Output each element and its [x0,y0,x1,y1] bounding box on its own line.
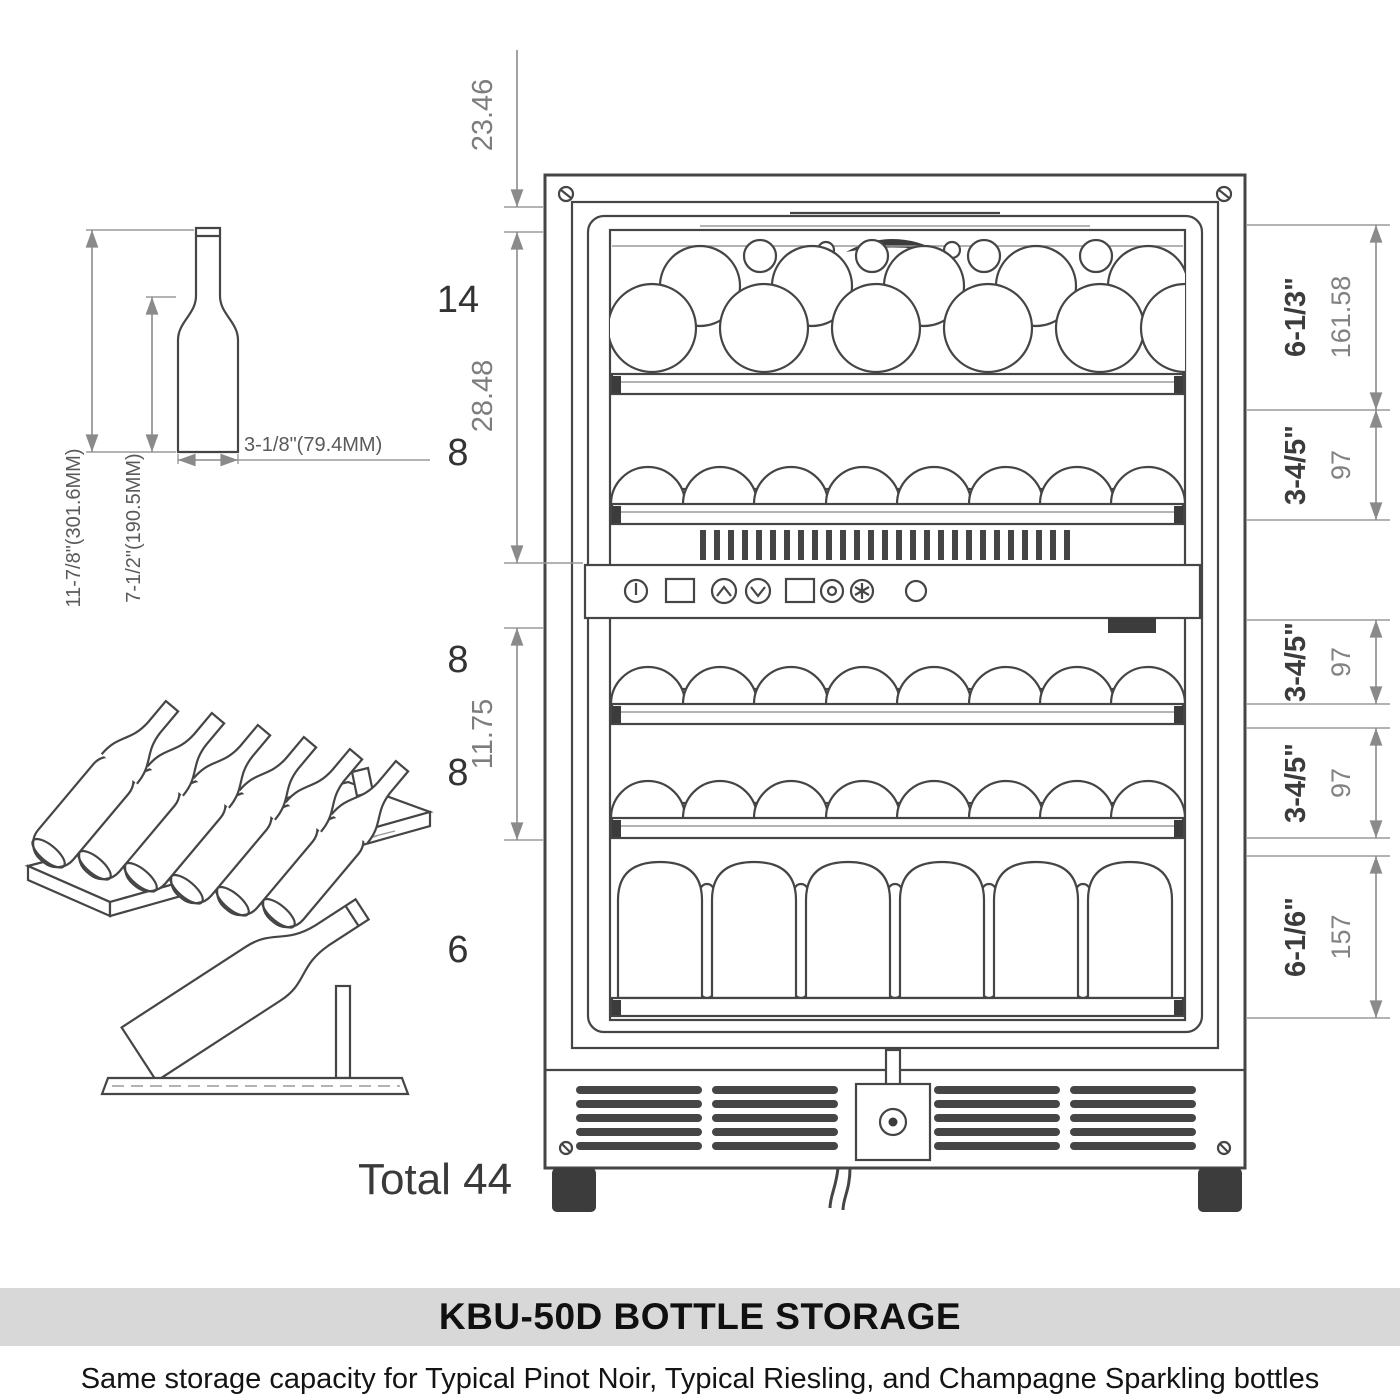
display-screen-icon [664,577,696,604]
diagram-title: KBU-50D BOTTLE STORAGE [439,1296,961,1337]
shelf-3 [610,702,1185,726]
dimension-annotations-right: 6-1/3" 161.58 3-4/5" 97 3-4/5" 97 3-4/5"… [1247,224,1390,1019]
shelf-hinge-clip [598,694,609,720]
reclining-bottle [261,759,410,929]
right-dim-4-mm-label: 97 [1326,768,1356,798]
bottle-body-height-label: 7-1/2"(190.5MM) [123,453,145,602]
right-foot [1198,1168,1242,1212]
power-icon [623,578,649,604]
shelf-row-4-bottles [610,779,1185,820]
shelf-5 [610,996,1185,1018]
shelf-4 [610,816,1185,840]
row3-count-label: 8 [447,639,468,681]
control-panel [583,563,1202,633]
tilted-bottle-drawing [100,897,410,1096]
temp-up-icon [710,577,738,605]
reclining-bottle [215,747,364,917]
dimension-annotations-left: 23.46 28.48 11.75 14 8 8 8 6 [437,50,583,971]
screw-icon [557,185,575,203]
screw-icon [1215,185,1233,203]
bottle-diameter-label: 3-1/8"(79.4MM) [244,434,382,456]
shelf-row-5-bottles [616,860,1174,1000]
right-dim-4-inch-label: 3-4/5" [1280,743,1312,823]
light-icon [819,578,845,604]
vent-grille-left [576,1086,850,1150]
door-lock [854,1048,932,1162]
right-dim-3-mm-label: 97 [1326,647,1356,677]
left-dim-middle-label: 11.75 [467,699,499,769]
bottom-vent-panel [576,1048,1208,1211]
banner-background [0,1288,1400,1346]
bottle-dimension-drawing: 3-1/8"(79.4MM) 11-7/8"(301.6MM) 7-1/2"(1… [63,226,430,608]
row5-count-label: 6 [447,929,468,971]
row1-count-label: 14 [437,279,479,321]
right-dim-3-inch-label: 3-4/5" [1280,622,1312,702]
right-dim-2-mm-label: 97 [1326,450,1356,480]
total-count-label: Total 44 [358,1155,512,1204]
screw-icon [1216,1140,1232,1156]
reclining-bottle [31,699,180,869]
row2-count-label: 8 [447,432,468,474]
reclining-bottle [77,711,226,881]
right-dim-5-mm-label: 157 [1326,914,1356,959]
fan-icon [849,578,875,604]
power-cord [841,1167,852,1211]
left-dim-top-label: 23.46 [467,79,499,152]
vent-grille-right [934,1086,1208,1150]
isometric-shelf-drawing [24,699,434,929]
diagram-subtitle: Same storage capacity for Typical Pinot … [81,1363,1320,1395]
keyhole-icon [878,1107,908,1137]
display-screen-2-icon [784,577,816,604]
shelf-row-1-bottles [610,238,1185,374]
power-cord [828,1167,840,1209]
wine-cooler-unit [543,173,1247,1212]
shelf-row-2-bottles [610,465,1185,506]
shelf-hinge-clip [598,808,609,834]
right-dim-1-inch-label: 6-1/3" [1280,277,1312,357]
bottle-overall-height-label: 11-7/8"(301.6MM) [63,448,85,607]
row4-count-label: 8 [447,752,468,794]
shelf-2 [610,502,1185,526]
screw-icon [558,1140,574,1156]
left-dim-upper-label: 28.48 [467,360,499,433]
temp-down-icon [744,577,772,605]
right-dim-1-mm-label: 161.58 [1326,276,1356,359]
panel-mount-block [1108,618,1156,633]
shelf-1 [610,372,1185,396]
right-dim-2-inch-label: 3-4/5" [1280,425,1312,505]
left-foot [552,1168,596,1212]
shelf-row-3-bottles [610,665,1185,706]
indicator-light-icon [904,579,928,603]
title-banner: KBU-50D BOTTLE STORAGE Same storage capa… [0,1288,1400,1395]
right-dim-5-inch-label: 6-1/6" [1280,897,1312,977]
shelf-hinge-clip [598,990,609,1016]
